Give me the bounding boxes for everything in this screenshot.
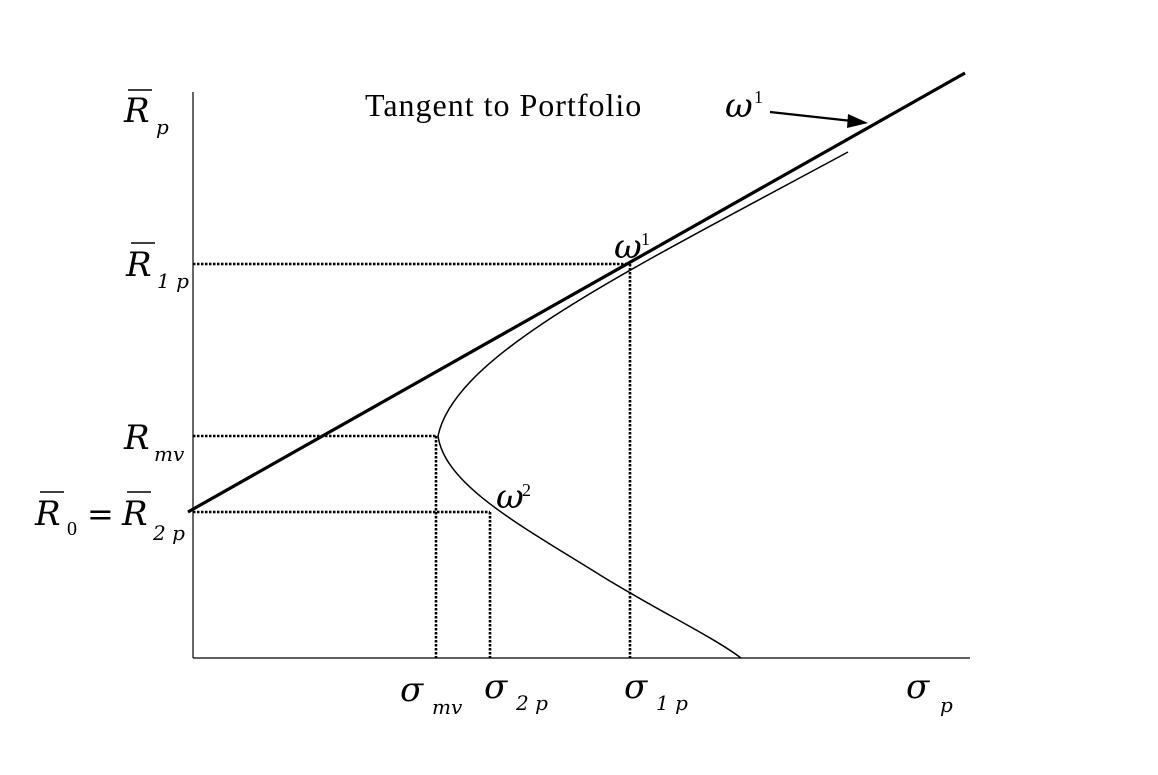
label-sigma-p-base: σ bbox=[906, 667, 930, 707]
label-sigma-1p-base: σ bbox=[624, 667, 648, 707]
label-r0-base: R bbox=[34, 494, 61, 534]
label-sigma-mv-sub: mv bbox=[432, 695, 463, 719]
label-rp-base: R bbox=[123, 91, 150, 131]
annotation-omega-symbol: ω bbox=[725, 86, 753, 126]
label-equals: = bbox=[87, 495, 114, 533]
label-r1p-sub: 1 p bbox=[157, 269, 189, 293]
frontier-curve bbox=[437, 151, 849, 659]
label-r2p-base: R bbox=[121, 494, 148, 534]
annotation-omega-superscript: 1 bbox=[754, 87, 763, 107]
label-sigma-2p-base: σ bbox=[484, 667, 508, 707]
point-omega1-symbol: ω bbox=[614, 227, 642, 267]
label-sigma-2p-sub: 2 p bbox=[515, 691, 548, 715]
label-rmv-sub: mv bbox=[154, 442, 185, 466]
tangent-line bbox=[187, 71, 966, 514]
point-omega1-superscript: 1 bbox=[641, 229, 650, 249]
annotation-label: Tangent to Portfolio bbox=[365, 87, 642, 123]
point-omega2-symbol: ω bbox=[496, 477, 524, 517]
label-sigma-1p-sub: 1 p bbox=[656, 691, 688, 715]
annotation-arrow bbox=[769, 110, 853, 123]
label-sigma-mv-base: σ bbox=[400, 670, 424, 710]
label-r1p-base: R bbox=[125, 245, 152, 285]
point-omega2-superscript: 2 bbox=[522, 480, 531, 500]
label-rmv-base: R bbox=[123, 418, 150, 458]
label-r0-sub: 0 bbox=[67, 518, 77, 540]
label-r2p-sub: 2 p bbox=[152, 521, 185, 545]
arrowhead bbox=[847, 114, 868, 128]
label-sigma-p-sub: p bbox=[940, 693, 953, 717]
label-rp-sub: p bbox=[156, 115, 169, 139]
